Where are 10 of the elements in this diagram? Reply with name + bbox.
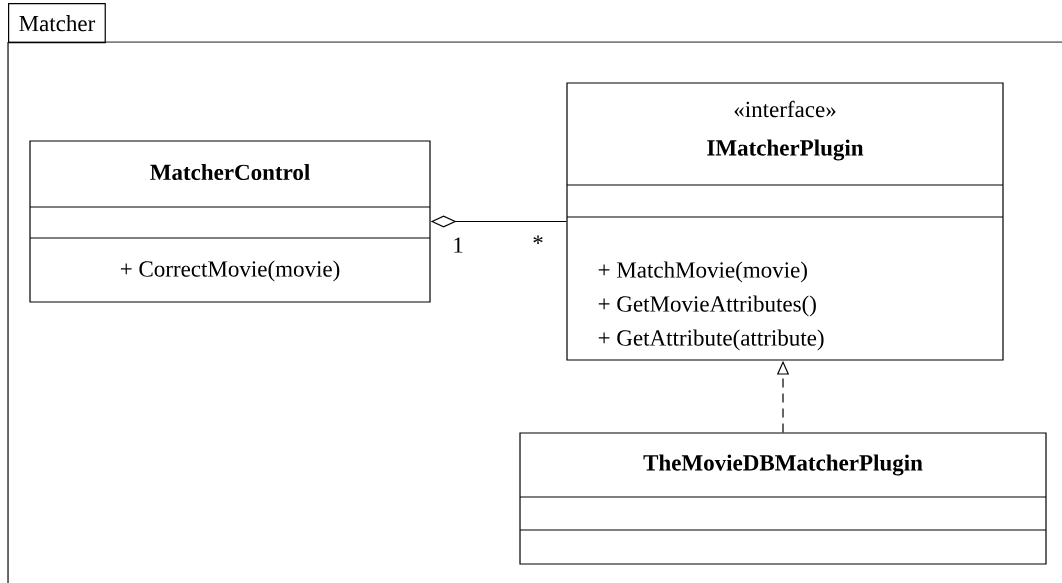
method-text: + MatchMovie(movie) bbox=[598, 261, 807, 283]
class-name: TheMovieDBMatcherPlugin bbox=[643, 454, 923, 476]
multiplicity-label: 1 bbox=[454, 237, 463, 253]
multiplicity-label: * bbox=[533, 235, 543, 244]
method-text: + GetMovieAttributes() bbox=[598, 295, 816, 317]
class-name: IMatcherPlugin bbox=[707, 139, 864, 161]
stereotype-text: «interface» bbox=[734, 100, 836, 118]
method-text: + GetAttribute(attribute) bbox=[598, 329, 824, 351]
class-name: MatcherControl bbox=[150, 163, 310, 181]
method-text: + CorrectMovie(movie) bbox=[120, 260, 340, 282]
